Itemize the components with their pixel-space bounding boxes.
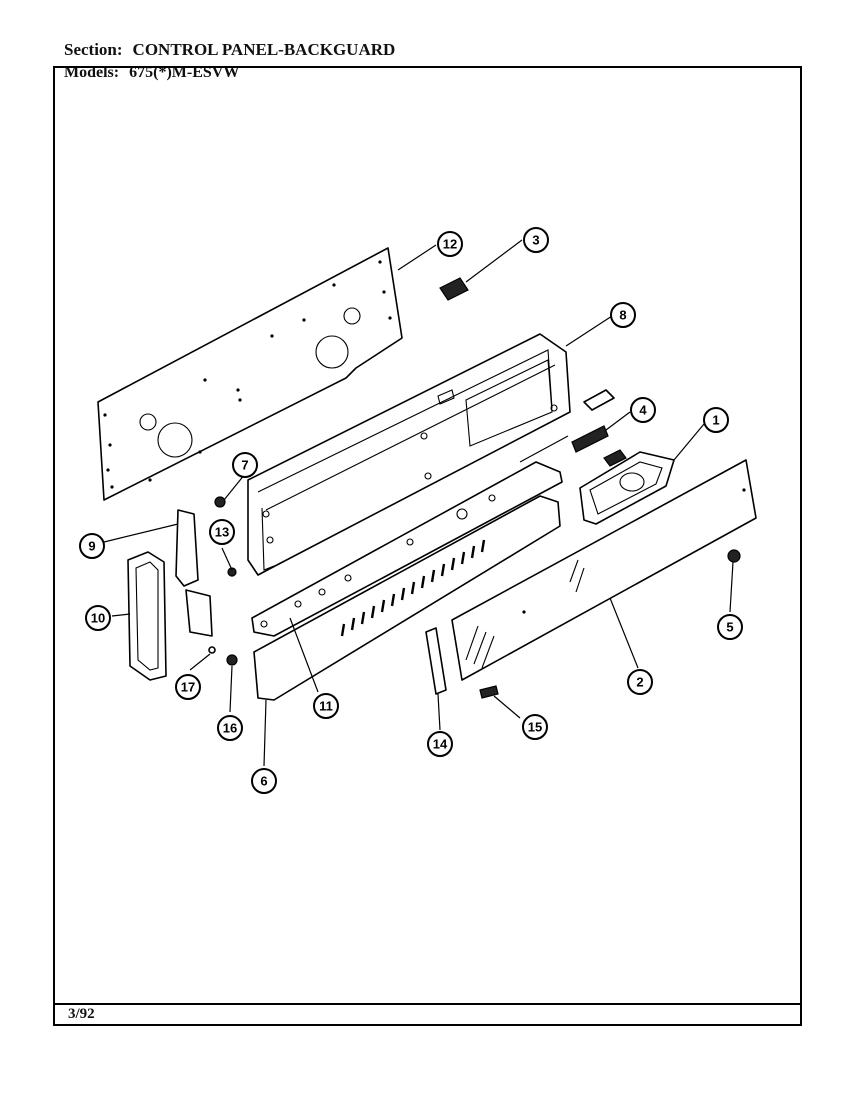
svg-text:11: 11 (319, 699, 333, 714)
models-value: 675(*)M-ESVW (129, 64, 240, 81)
svg-text:17: 17 (181, 680, 195, 695)
svg-text:1: 1 (712, 413, 719, 428)
part-8-panel-housing (247, 333, 571, 576)
callout-11: 11 (313, 693, 339, 719)
section-label: Section: (64, 40, 123, 59)
part-5-knob (727, 549, 741, 563)
svg-text:7: 7 (241, 458, 248, 473)
callout-17: 17 (175, 674, 201, 700)
part-1-lamp-bracket (579, 449, 675, 525)
callout-10: 10 (85, 605, 111, 631)
callout-4: 4 (630, 397, 656, 423)
callout-2: 2 (627, 669, 653, 695)
svg-text:5: 5 (726, 620, 733, 635)
part-10-end-cap (127, 551, 167, 681)
models-label: Models: (64, 64, 120, 81)
callout-15: 15 (522, 714, 548, 740)
callout-13: 13 (209, 519, 235, 545)
part-12-rear-panel (97, 247, 403, 501)
svg-text:15: 15 (528, 720, 542, 735)
svg-text:10: 10 (91, 611, 105, 626)
svg-text:13: 13 (215, 525, 229, 540)
svg-text:14: 14 (433, 737, 448, 752)
models-heading: Models: 675(*)M-ESVW (64, 64, 239, 82)
part-4-switch (571, 389, 615, 453)
part-7-nut (214, 496, 226, 508)
footer-divider (53, 1003, 802, 1005)
part-13-screw (227, 567, 237, 577)
leader-lines (103, 239, 734, 767)
footer-date: 3/92 (68, 1006, 95, 1022)
part-14-strip (425, 627, 447, 695)
part-9-side-bracket (175, 509, 213, 637)
part-16-grommet (226, 654, 238, 666)
callout-8: 8 (610, 302, 636, 328)
svg-text:12: 12 (443, 237, 457, 252)
part-6-lower-trim (253, 495, 561, 701)
svg-text:4: 4 (639, 403, 647, 418)
callout-9: 9 (79, 533, 105, 559)
callout-6: 6 (251, 768, 277, 794)
diagram-frame (53, 66, 802, 1026)
section-heading: Section: CONTROL PANEL-BACKGUARD (64, 40, 395, 60)
svg-text:3: 3 (532, 233, 539, 248)
callout-16: 16 (217, 715, 243, 741)
section-value: CONTROL PANEL-BACKGUARD (132, 40, 396, 59)
callout-7: 7 (232, 452, 258, 478)
part-11-rail (251, 461, 563, 637)
callout-5: 5 (717, 614, 743, 640)
part-3-clip (439, 277, 469, 301)
callout-14: 14 (427, 731, 453, 757)
part-15-screw (479, 685, 499, 699)
callout-3: 3 (523, 227, 549, 253)
svg-text:16: 16 (223, 721, 237, 736)
svg-text:8: 8 (619, 308, 626, 323)
part-2-front-panel (451, 459, 757, 681)
callout-12: 12 (437, 231, 463, 257)
svg-text:9: 9 (88, 539, 95, 554)
callout-1: 1 (703, 407, 729, 433)
svg-text:2: 2 (636, 675, 643, 690)
part-17-washer (208, 646, 216, 654)
svg-text:6: 6 (260, 774, 267, 789)
